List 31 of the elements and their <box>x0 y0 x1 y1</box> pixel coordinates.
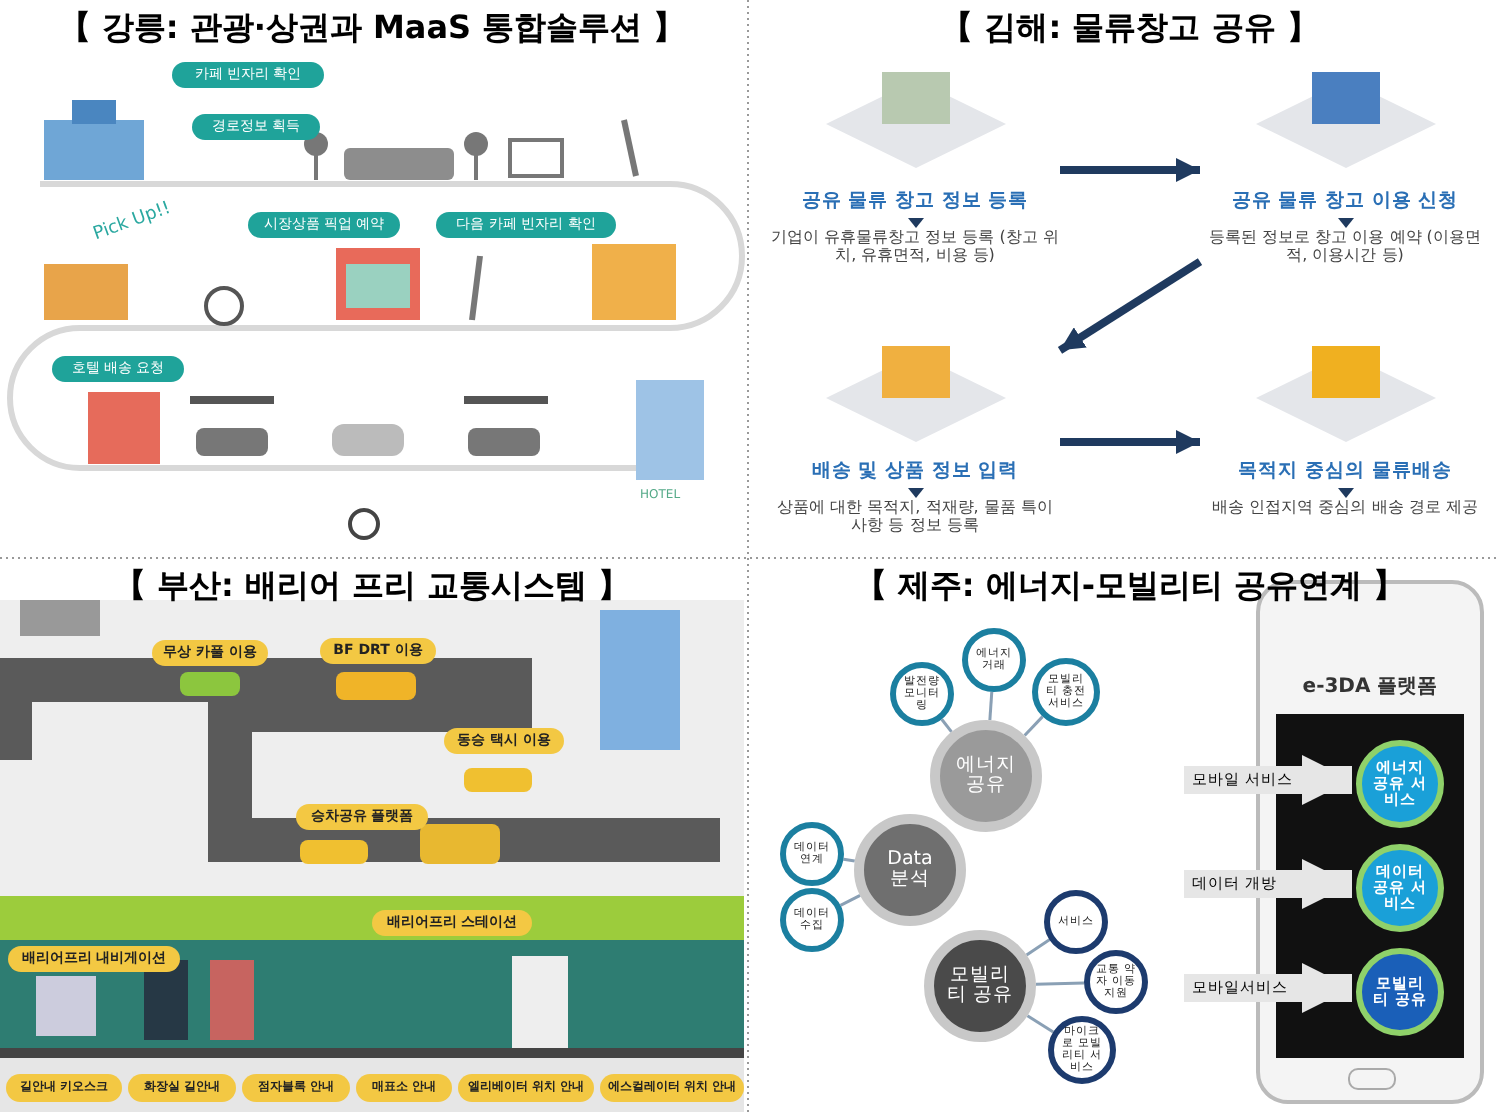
step-title: 공유 물류 창고 이용 신청 <box>1229 192 1461 213</box>
hub-circle: 모빌리티 공유 <box>924 930 1036 1042</box>
panel-title: 【 김해: 물류창고 공유 】 <box>939 8 1321 50</box>
step-description: 기업이 유휴물류창고 정보 등록 (창고 위치, 유휴면적, 비용 등) <box>770 230 1060 266</box>
connector-line <box>1023 715 1044 737</box>
step-description: 상품에 대한 목적지, 적재량, 물품 특이사항 등 정보 등록 <box>775 500 1055 536</box>
block-arrow <box>1184 962 1352 1014</box>
block-arrow <box>1184 858 1352 910</box>
step-title: 공유 물류 창고 정보 등록 <box>799 192 1031 213</box>
callout-text: Pick Up!! <box>91 198 174 246</box>
hub-circle: 에너지 공유 <box>930 720 1042 832</box>
connector-line <box>988 691 994 721</box>
arrow <box>1057 258 1203 354</box>
connector-line <box>843 857 855 863</box>
panel-title: 【 부산: 배리어 프리 교통시스템 】 <box>111 566 633 608</box>
step-description: 등록된 정보로 창고 이용 예약 (이용면적, 이용시간 등) <box>1207 230 1483 266</box>
step-title: 목적지 중심의 물류배송 <box>1236 462 1454 483</box>
connector-line <box>1035 981 1085 986</box>
connector-line <box>940 718 953 733</box>
connector-line <box>1026 1014 1054 1034</box>
connector-line <box>1025 938 1051 957</box>
step-title: 배송 및 상품 정보 입력 <box>809 462 1021 483</box>
hub-circle: Data 분석 <box>854 814 966 926</box>
panel-title: 【 강릉: 관광·상권과 MaaS 통합솔루션 】 <box>56 8 688 50</box>
arrow <box>1060 430 1200 454</box>
block-arrow <box>1184 754 1352 806</box>
platform-title: e-3DA 플랫폼 <box>1300 676 1440 698</box>
connector-line <box>839 894 861 907</box>
step-description: 배송 인접지역 중심의 배송 경로 제공 <box>1210 500 1480 518</box>
arrow <box>1060 158 1200 182</box>
panel-title: 【 제주: 에너지-모빌리티 공유연계 】 <box>852 566 1408 608</box>
